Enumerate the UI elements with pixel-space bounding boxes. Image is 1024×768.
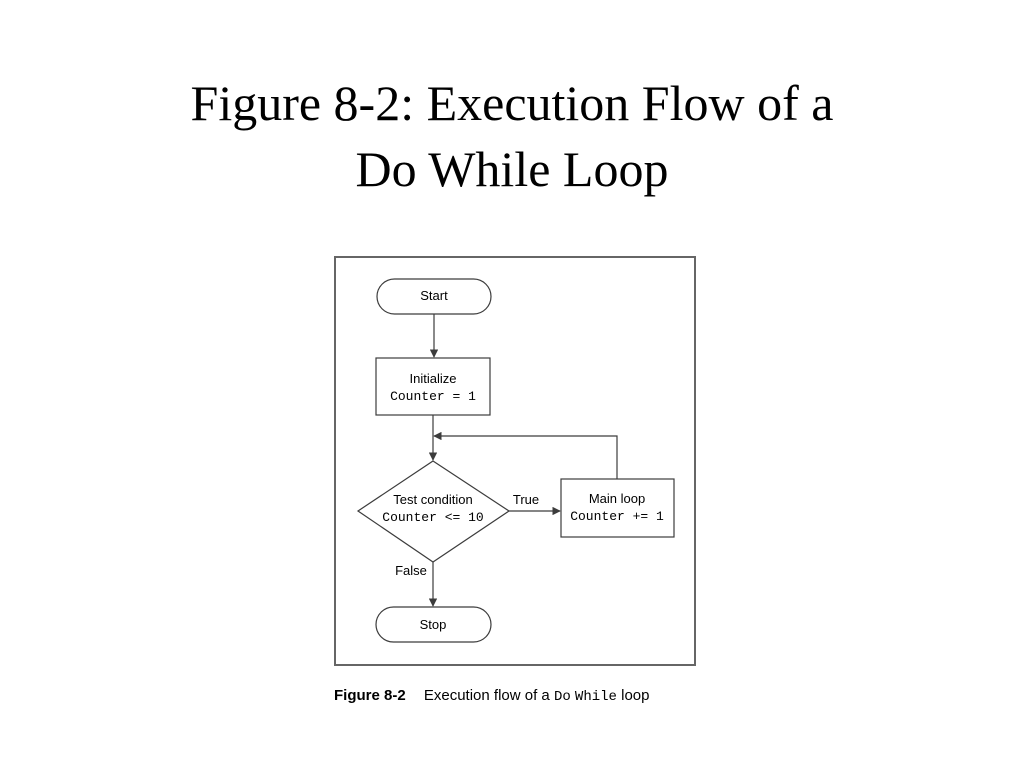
arrow-loop-back bbox=[433, 431, 618, 479]
slide-title-line-1: Figure 8-2: Execution Flow of a bbox=[190, 75, 834, 131]
caption-figure-number: Figure 8-2 bbox=[334, 687, 406, 704]
caption-text-after: loop bbox=[621, 687, 650, 704]
flowchart-figure: Start Initialize Counter = 1 Test condit… bbox=[334, 256, 696, 666]
true-label: True bbox=[513, 492, 539, 507]
stop-node bbox=[375, 606, 492, 643]
stop-label: Stop bbox=[420, 617, 447, 632]
main-loop-code: Counter += 1 bbox=[570, 509, 664, 524]
initialize-label: Initialize bbox=[410, 371, 457, 386]
slide-title-line-2: Do While Loop bbox=[355, 141, 669, 197]
caption-text-before: Execution flow of a bbox=[423, 687, 550, 704]
caption-code-while: While bbox=[574, 689, 617, 705]
test-condition-label: Test condition bbox=[393, 492, 473, 507]
flowchart-diagram: Start Initialize Counter = 1 Test condit… bbox=[334, 256, 696, 666]
slide-title: Figure 8-2: Execution Flow of a Do While… bbox=[0, 70, 1024, 202]
figure-frame bbox=[334, 256, 696, 666]
false-label: False bbox=[395, 563, 427, 578]
start-label: Start bbox=[420, 288, 448, 303]
caption-code-do: Do bbox=[553, 689, 571, 705]
main-loop-label: Main loop bbox=[589, 491, 645, 506]
initialize-node bbox=[375, 357, 491, 416]
main-loop-node bbox=[560, 478, 675, 538]
test-condition-code: Counter <= 10 bbox=[382, 510, 483, 525]
initialize-code: Counter = 1 bbox=[390, 389, 476, 404]
figure-caption: Figure 8-2 Execution flow of a Do While … bbox=[334, 684, 649, 708]
